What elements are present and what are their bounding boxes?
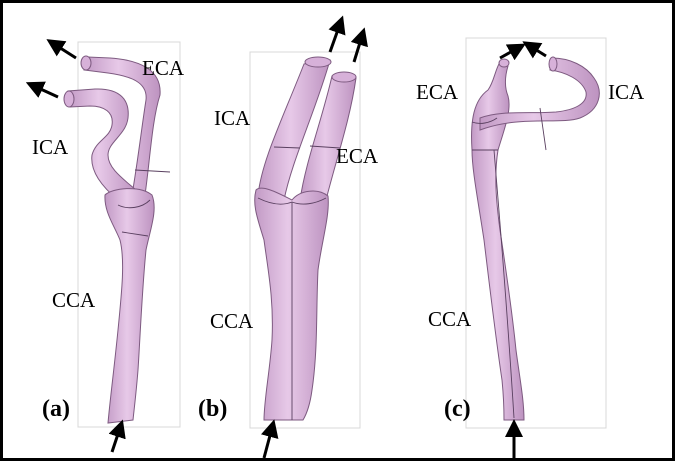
panel-b-cca-vessel (255, 188, 329, 420)
panel-b-inflow-arrow (264, 428, 272, 458)
panel-b-eca-outflow-arrow (354, 36, 362, 62)
panel-a-eca-label: ECA (142, 58, 184, 79)
panel-b-label: (b) (198, 397, 227, 421)
panel-a-ica-outflow-arrow (34, 86, 58, 97)
panel-a-eca-outlet (81, 56, 91, 70)
panel-b-ica-outflow-arrow (330, 24, 340, 52)
panel-b-ica-label: ICA (214, 108, 250, 129)
panel-a-cca-label: CCA (52, 290, 95, 311)
panel-c-eca-vessel (472, 62, 510, 150)
panel-a-inflow-arrow (112, 428, 120, 452)
panel-c-eca-outlet (499, 59, 509, 67)
panel-b-eca-label: ECA (336, 146, 378, 167)
panel-b-ica-outlet (305, 57, 331, 67)
panel-a-cca-vessel (105, 189, 154, 423)
panel-c-ica-label: ICA (608, 82, 644, 103)
panel-b-cca-label: CCA (210, 311, 253, 332)
panel-c-eca-label: ECA (416, 82, 458, 103)
panel-a-label: (a) (42, 397, 70, 421)
panel-a-eca-outflow-arrow (54, 44, 76, 58)
panel-a-ica-label: ICA (32, 137, 68, 158)
panel-c-ica-outlet (549, 57, 557, 71)
panel-c-ica-outflow-arrow (530, 46, 546, 56)
panel-b (250, 24, 362, 458)
panel-a-ica-outlet (64, 91, 74, 107)
panel-c-eca-outflow-arrow (500, 48, 518, 58)
panel-c-cca-label: CCA (428, 309, 471, 330)
panel-c-cca-vessel (472, 150, 524, 420)
panel-c (466, 38, 606, 458)
panel-c-label: (c) (444, 397, 471, 421)
panel-a (34, 42, 180, 452)
panel-b-eca-outlet (332, 72, 356, 82)
